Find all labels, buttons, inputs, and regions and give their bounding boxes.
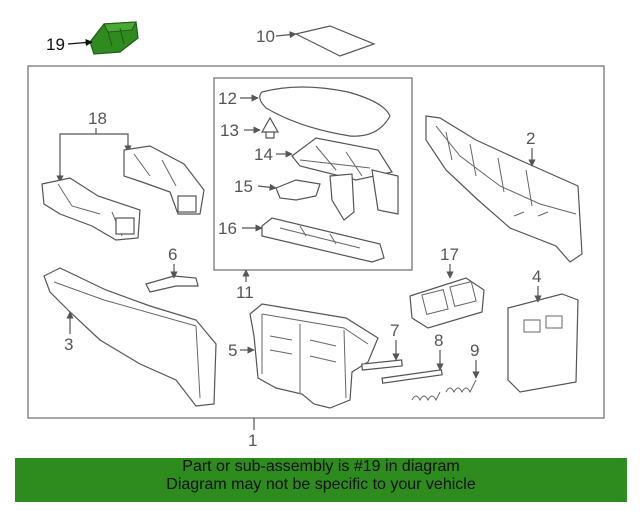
part-3-side-panel	[43, 267, 217, 407]
callout-6: 6	[168, 245, 177, 264]
callout-12: 12	[218, 89, 237, 108]
part-19-top	[103, 21, 137, 33]
info-banner: Part or sub-assembly is #19 in diagram D…	[15, 458, 627, 502]
callout-16: 16	[218, 219, 237, 238]
callout-3: 3	[64, 335, 73, 354]
part-13-clip	[260, 116, 280, 139]
part-12-lid	[259, 86, 391, 137]
part-19-highlighted[interactable]	[89, 21, 139, 55]
callout-11: 11	[236, 283, 254, 302]
subassembly-frame-11	[213, 77, 413, 271]
callout-18: 18	[88, 109, 107, 128]
part-17-vent	[409, 277, 485, 329]
part-18-duct-right	[123, 145, 205, 215]
part-18-duct-left	[41, 177, 141, 241]
callout-14: 14	[254, 145, 273, 164]
part-5-console-box	[249, 303, 379, 409]
part-2-side-panel	[425, 115, 583, 263]
banner-line-1: Part or sub-assembly is #19 in diagram	[182, 458, 460, 475]
callout-15: 15	[234, 177, 253, 196]
part-9-spring	[445, 379, 477, 394]
leader-19	[67, 38, 93, 47]
part-4-rear-panel	[507, 293, 579, 393]
callout-13: 13	[220, 121, 239, 140]
part-spring-a	[411, 391, 441, 402]
callout-2: 2	[526, 129, 535, 148]
part-8-shaft	[381, 369, 443, 384]
part-15-latch	[275, 179, 321, 201]
leader-18	[59, 128, 129, 180]
part-19-edge	[107, 27, 125, 47]
part-14-hinge	[291, 137, 399, 221]
part-7-rod	[361, 359, 403, 371]
callout-9: 9	[470, 341, 479, 360]
part-16-plate	[261, 217, 385, 263]
callout-19: 19	[46, 35, 65, 54]
assembly-frame	[27, 65, 605, 419]
callout-17: 17	[440, 245, 459, 264]
leader-15	[257, 183, 277, 191]
callout-10: 10	[256, 27, 275, 46]
part-10-pad	[294, 25, 376, 57]
callout-4: 4	[532, 267, 541, 286]
leader-10	[275, 31, 297, 39]
callout-8: 8	[434, 331, 443, 350]
banner-line-2: Diagram may not be specific to your vehi…	[166, 476, 476, 493]
callout-5: 5	[228, 341, 237, 360]
callout-1: 1	[248, 431, 257, 450]
callout-7: 7	[390, 321, 399, 340]
part-6-bracket	[145, 275, 199, 293]
